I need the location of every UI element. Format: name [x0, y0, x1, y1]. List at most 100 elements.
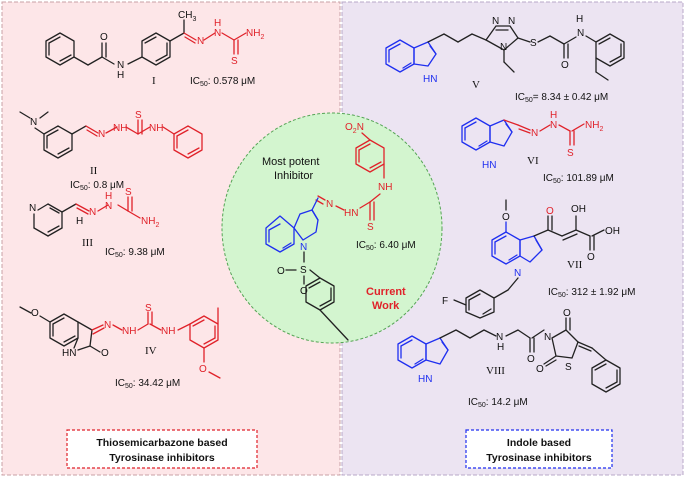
ic50-iv: IC50: 34.42 μM	[115, 378, 180, 390]
left-label-box: Thiosemicarbazone based Tyrosinase inhib…	[66, 429, 258, 469]
atom-n1-vi: N	[531, 128, 538, 139]
atom-o2-viii: O	[563, 308, 571, 319]
center-compound: Most potent Inhibitor O2N NH S HN N N S …	[262, 122, 416, 341]
atom-n1-i: N	[197, 36, 204, 47]
atom-o-vii-ome: O	[502, 212, 510, 223]
atom-s-so2-center: S	[300, 265, 307, 276]
atom-s-viii: S	[565, 362, 572, 373]
label-viii: VIII	[486, 365, 505, 377]
atom-hn-vi: HN	[482, 160, 496, 171]
atom-oh2-vii: OH	[605, 226, 620, 237]
compound-vii: O N O OH O OH F VII IC50: 312 ± 1.92 μM	[442, 199, 635, 319]
right-label-line2: Tyrosinase inhibitors	[486, 452, 592, 464]
ic50-center: IC50: 6.40 μM	[356, 240, 416, 252]
atom-o1-so2-center: O	[277, 266, 285, 277]
current-work-line2: Work	[372, 300, 400, 312]
atom-oh-vii: OH	[571, 204, 586, 215]
atom-o1-vii: O	[546, 206, 554, 217]
atom-hn-viii: HN	[418, 374, 432, 385]
compound-i: O N H CH3 N N H NH2 S I IC50: 0.578 μM	[45, 10, 264, 88]
compound-v: HN N N N S O H N V IC50= 8.34 ± 0.42 μM	[385, 14, 625, 104]
atom-h-v: H	[576, 14, 583, 25]
atom-ch3-i: CH3	[178, 10, 196, 23]
label-iv: IV	[145, 345, 157, 357]
center-title-line2: Inhibitor	[274, 170, 313, 182]
atom-s-v: S	[530, 38, 537, 49]
atom-n1-ii: N	[98, 129, 105, 140]
compound-iv: O HN O N NH S NH O IV IC50: 34.42 μM	[19, 303, 221, 390]
atom-o-iv: O	[101, 348, 109, 359]
atom-n-indole-center: N	[300, 242, 307, 253]
atom-n2-viii: N	[544, 332, 551, 343]
atom-n3-v: N	[500, 42, 507, 53]
atom-n-center: N	[326, 199, 333, 210]
atom-n-v: N	[577, 28, 584, 39]
atom-o-iv-ome2: O	[199, 364, 207, 375]
atom-n1-v: N	[492, 16, 499, 27]
compound-viii: HN N H O N O O S VIII IC50: 14.2 μM	[397, 308, 621, 409]
ic50-v: IC50= 8.34 ± 0.42 μM	[515, 92, 608, 104]
atom-n-vii: N	[514, 268, 521, 279]
atom-s-center: S	[367, 222, 374, 233]
atom-s-iv: S	[145, 303, 152, 314]
atom-o2n-center: O2N	[345, 122, 364, 135]
atom-o3-viii: O	[536, 364, 544, 375]
center-ellipse	[221, 112, 443, 344]
atom-nh2-ii: NH	[149, 123, 163, 134]
left-label-line1: Thiosemicarbazone based	[96, 437, 227, 449]
atom-o-v: O	[561, 60, 569, 71]
atom-s-i: S	[231, 56, 238, 67]
atom-n2-i: N	[214, 28, 221, 39]
atom-nh-center: NH	[378, 182, 392, 193]
atom-hn-v: HN	[423, 74, 437, 85]
atom-h-i: H	[117, 70, 124, 81]
atom-h-viii: H	[497, 342, 504, 353]
atom-nh2-vi: NH2	[585, 120, 603, 133]
atom-f-vii: F	[442, 296, 448, 307]
ic50-iii: IC50: 9.38 μM	[105, 247, 165, 259]
atom-n2-vi: N	[550, 120, 557, 131]
atom-n-iii: N	[29, 203, 36, 214]
ic50-vii: IC50: 312 ± 1.92 μM	[548, 287, 635, 299]
atom-nh2-iv: NH	[161, 326, 175, 337]
atom-nh1-ii: NH	[113, 123, 127, 134]
label-vi: VI	[527, 155, 539, 167]
atom-n2-iii: N	[105, 201, 112, 212]
label-ii: II	[90, 165, 98, 177]
right-label-line1: Indole based	[507, 437, 571, 449]
ic50-vi: IC50: 101.89 μM	[543, 173, 614, 185]
current-work-line1: Current	[366, 286, 406, 298]
label-vii: VII	[567, 259, 583, 271]
atom-h-iii: H	[76, 216, 83, 227]
atom-s-ii: S	[135, 110, 142, 121]
atom-s-vi: S	[567, 148, 574, 159]
atom-o2-vii: O	[587, 252, 595, 263]
atom-n1-iv: N	[104, 320, 111, 331]
atom-hn-center: HN	[344, 208, 358, 219]
atom-s-iii: S	[125, 187, 132, 198]
atom-n1-iii: N	[89, 207, 96, 218]
atom-hn-iv: HN	[62, 348, 76, 359]
atom-h2-vi: H	[550, 110, 557, 121]
right-label-box: Indole based Tyrosinase inhibitors	[465, 429, 613, 469]
atom-nh1-iv: NH	[122, 326, 136, 337]
atom-o-iv-ome: O	[31, 308, 39, 319]
compound-ii: N N NH S NH II IC50: 0.8 μM	[19, 110, 203, 192]
atom-o-i: O	[100, 32, 108, 43]
atom-n-i: N	[117, 60, 124, 71]
label-iii: III	[82, 237, 93, 249]
ic50-viii: IC50: 14.2 μM	[468, 397, 528, 409]
atom-nh2-i: NH2	[246, 28, 264, 41]
left-label-line2: Tyrosinase inhibitors	[109, 452, 215, 464]
ic50-ii: IC50: 0.8 μM	[70, 180, 124, 192]
label-v: V	[472, 79, 480, 91]
compound-iii: N H N N H S NH2 III IC50: 9.38 μM	[29, 187, 165, 259]
atom-n-viii: N	[496, 332, 503, 343]
atom-n2-v: N	[508, 16, 515, 27]
ic50-i: IC50: 0.578 μM	[190, 76, 255, 88]
atom-h2-i: H	[214, 18, 221, 29]
atom-o2-so2-center: O	[300, 286, 308, 297]
center-title-line1: Most potent	[262, 156, 319, 168]
